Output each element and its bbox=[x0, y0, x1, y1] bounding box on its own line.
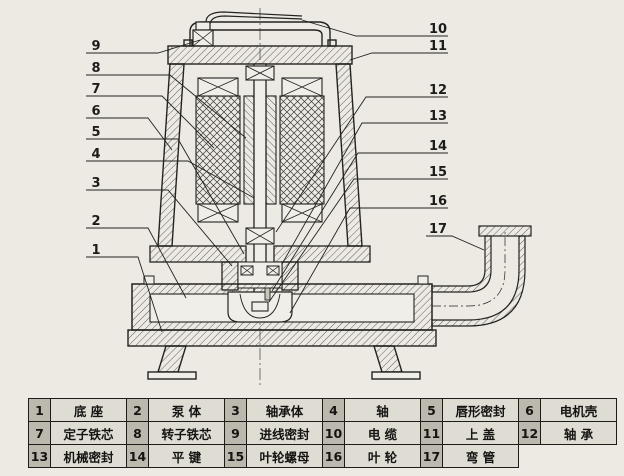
part-number-cell: 9 bbox=[224, 421, 247, 445]
callout-5: 5 bbox=[91, 125, 100, 140]
part-number-cell: 3 bbox=[224, 398, 247, 422]
callout-12: 12 bbox=[429, 83, 447, 98]
discharge-elbow bbox=[431, 225, 532, 327]
callout-7: 7 bbox=[91, 82, 100, 97]
callout-8: 8 bbox=[91, 61, 100, 76]
motor-housing bbox=[157, 63, 363, 247]
table-row: 1 底 座 2 泵 体 3 轴承体 4 轴 5 唇形密封 6 电机壳 bbox=[28, 398, 617, 422]
leader-lines bbox=[86, 19, 485, 333]
part-number-cell: 10 bbox=[322, 421, 345, 445]
part-number-cell: 6 bbox=[518, 398, 541, 422]
pump-drawing-svg: 9 8 7 6 5 4 3 2 1 10 11 12 13 14 15 16 1… bbox=[86, 8, 532, 386]
part-name-cell: 唇形密封 bbox=[442, 398, 519, 422]
impeller-nut bbox=[251, 301, 269, 312]
table-empty-cell bbox=[519, 445, 617, 468]
part-name-cell: 轴 bbox=[344, 398, 421, 422]
callout-10: 10 bbox=[429, 22, 447, 37]
part-number-cell: 12 bbox=[518, 421, 541, 445]
callout-2: 2 bbox=[91, 214, 100, 229]
callout-16: 16 bbox=[429, 194, 447, 209]
part-name-cell: 上 盖 bbox=[442, 421, 519, 445]
part-name-cell: 定子铁芯 bbox=[50, 421, 127, 445]
base bbox=[127, 329, 437, 380]
part-name-cell: 泵 体 bbox=[148, 398, 225, 422]
bearing-upper bbox=[245, 65, 275, 81]
callout-15: 15 bbox=[429, 165, 447, 180]
table-row: 7 定子铁芯 8 转子铁芯 9 进线密封 10 电 缆 11 上 盖 12 轴 … bbox=[28, 421, 617, 445]
part-name-cell: 底 座 bbox=[50, 398, 127, 422]
part-name-cell: 机械密封 bbox=[50, 444, 127, 468]
callout-4: 4 bbox=[91, 147, 100, 162]
callout-1: 1 bbox=[91, 243, 100, 258]
part-name-cell: 弯 管 bbox=[442, 444, 519, 468]
top-cover bbox=[167, 45, 353, 65]
part-number-cell: 17 bbox=[420, 444, 443, 468]
part-number-cell: 8 bbox=[126, 421, 149, 445]
part-name-cell: 轴承体 bbox=[246, 398, 323, 422]
bearing-lower bbox=[245, 227, 275, 245]
callout-9: 9 bbox=[91, 39, 100, 54]
table-row: 13 机械密封 14 平 键 15 叶轮螺母 16 叶 轮 17 弯 管 bbox=[28, 444, 617, 468]
pump-cross-section-diagram: 9 8 7 6 5 4 3 2 1 10 11 12 13 14 15 16 1… bbox=[86, 8, 532, 386]
callout-13: 13 bbox=[429, 109, 447, 124]
part-name-cell: 电 缆 bbox=[344, 421, 421, 445]
parts-table: 1 底 座 2 泵 体 3 轴承体 4 轴 5 唇形密封 6 电机壳 7 定子铁… bbox=[28, 398, 617, 468]
part-name-cell: 转子铁芯 bbox=[148, 421, 225, 445]
part-number-cell: 5 bbox=[420, 398, 443, 422]
part-number-cell: 14 bbox=[126, 444, 149, 468]
flat-key bbox=[264, 287, 271, 301]
part-name-cell: 平 键 bbox=[148, 444, 225, 468]
part-number-cell: 1 bbox=[28, 398, 51, 422]
part-name-cell: 叶轮螺母 bbox=[246, 444, 323, 468]
part-number-cell: 16 bbox=[322, 444, 345, 468]
part-number-cell: 4 bbox=[322, 398, 345, 422]
part-number-cell: 13 bbox=[28, 444, 51, 468]
part-name-cell: 叶 轮 bbox=[344, 444, 421, 468]
cable-entry-seal bbox=[192, 21, 214, 47]
callout-11: 11 bbox=[429, 39, 447, 54]
part-number-cell: 7 bbox=[28, 421, 51, 445]
part-name-cell: 进线密封 bbox=[246, 421, 323, 445]
callout-3: 3 bbox=[91, 176, 100, 191]
part-number-cell: 2 bbox=[126, 398, 149, 422]
part-name-cell: 电机壳 bbox=[540, 398, 617, 422]
part-number-cell: 11 bbox=[420, 421, 443, 445]
part-name-cell: 轴 承 bbox=[540, 421, 617, 445]
callout-6: 6 bbox=[91, 104, 100, 119]
callout-17: 17 bbox=[429, 222, 447, 237]
callout-14: 14 bbox=[429, 139, 447, 154]
part-number-cell: 15 bbox=[224, 444, 247, 468]
